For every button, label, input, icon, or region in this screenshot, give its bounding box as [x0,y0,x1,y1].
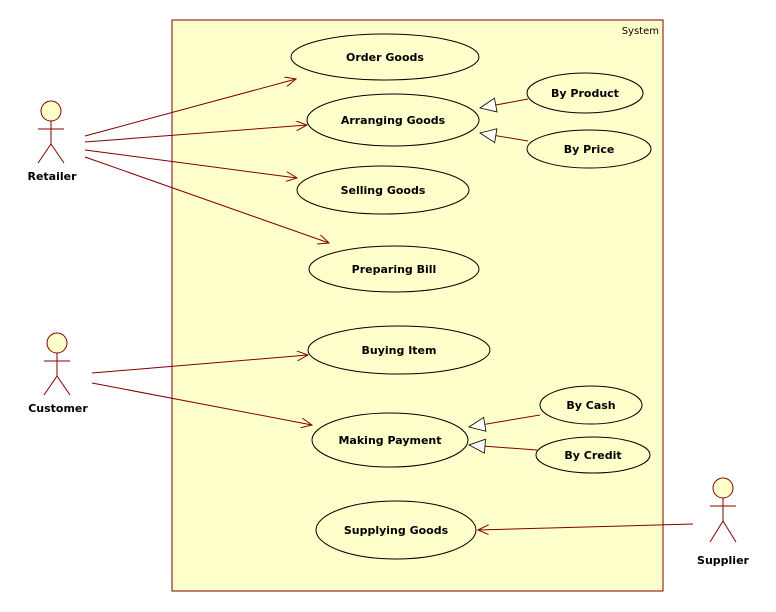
use-case-supplying-goods[interactable]: Supplying Goods [315,500,477,560]
stick-figure-icon [43,332,71,396]
actor-retailer[interactable]: Retailer [27,100,77,183]
use-case-by-cash[interactable]: By Cash [539,385,643,425]
actor-label: Retailer [27,170,77,183]
use-case-label: Arranging Goods [341,114,446,127]
use-case-label: Order Goods [346,51,424,64]
system-label: System [622,26,659,37]
use-case-label: By Credit [564,449,621,462]
use-case-label: Supplying Goods [344,524,449,537]
stick-figure-icon [709,477,737,543]
use-case-buying-item[interactable]: Buying Item [307,325,491,375]
use-case-label: Preparing Bill [352,263,437,276]
assoc-retailer-order-goods [84,79,296,137]
assoc-retailer-selling-goods [84,149,297,178]
assoc-customer-making-payment [91,382,312,425]
gen-by-price [479,128,529,144]
gen-by-cash [468,414,541,432]
use-case-order-goods[interactable]: Order Goods [290,33,480,81]
actor-customer[interactable]: Customer [28,332,88,415]
use-case-label: Making Payment [338,434,441,447]
use-case-arranging-goods[interactable]: Arranging Goods [306,93,480,147]
actor-label: Supplier [697,554,750,567]
use-case-preparing-bill[interactable]: Preparing Bill [308,245,480,293]
use-case-label: By Cash [566,399,615,412]
assoc-retailer-preparing-bill [84,156,329,243]
use-case-label: By Price [564,143,615,156]
use-case-by-product[interactable]: By Product [526,72,644,114]
associations [84,79,694,530]
use-case-selling-goods[interactable]: Selling Goods [296,165,470,215]
gen-by-product [479,97,529,113]
use-case-by-price[interactable]: By Price [526,129,652,169]
actor-supplier[interactable]: Supplier [697,477,750,567]
assoc-retailer-arranging-goods [84,125,307,143]
gen-by-credit [468,438,538,454]
assoc-supplier-supplying-goods [478,523,694,530]
use-case-by-credit[interactable]: By Credit [535,436,651,474]
use-case-label: Buying Item [362,344,437,357]
actor-label: Customer [28,402,88,415]
stick-figure-icon [37,100,65,164]
use-case-making-payment[interactable]: Making Payment [311,412,469,468]
use-case-label: Selling Goods [341,184,426,197]
generalizations [468,97,541,454]
use-case-label: By Product [551,87,619,100]
assoc-customer-buying-item [91,355,308,374]
